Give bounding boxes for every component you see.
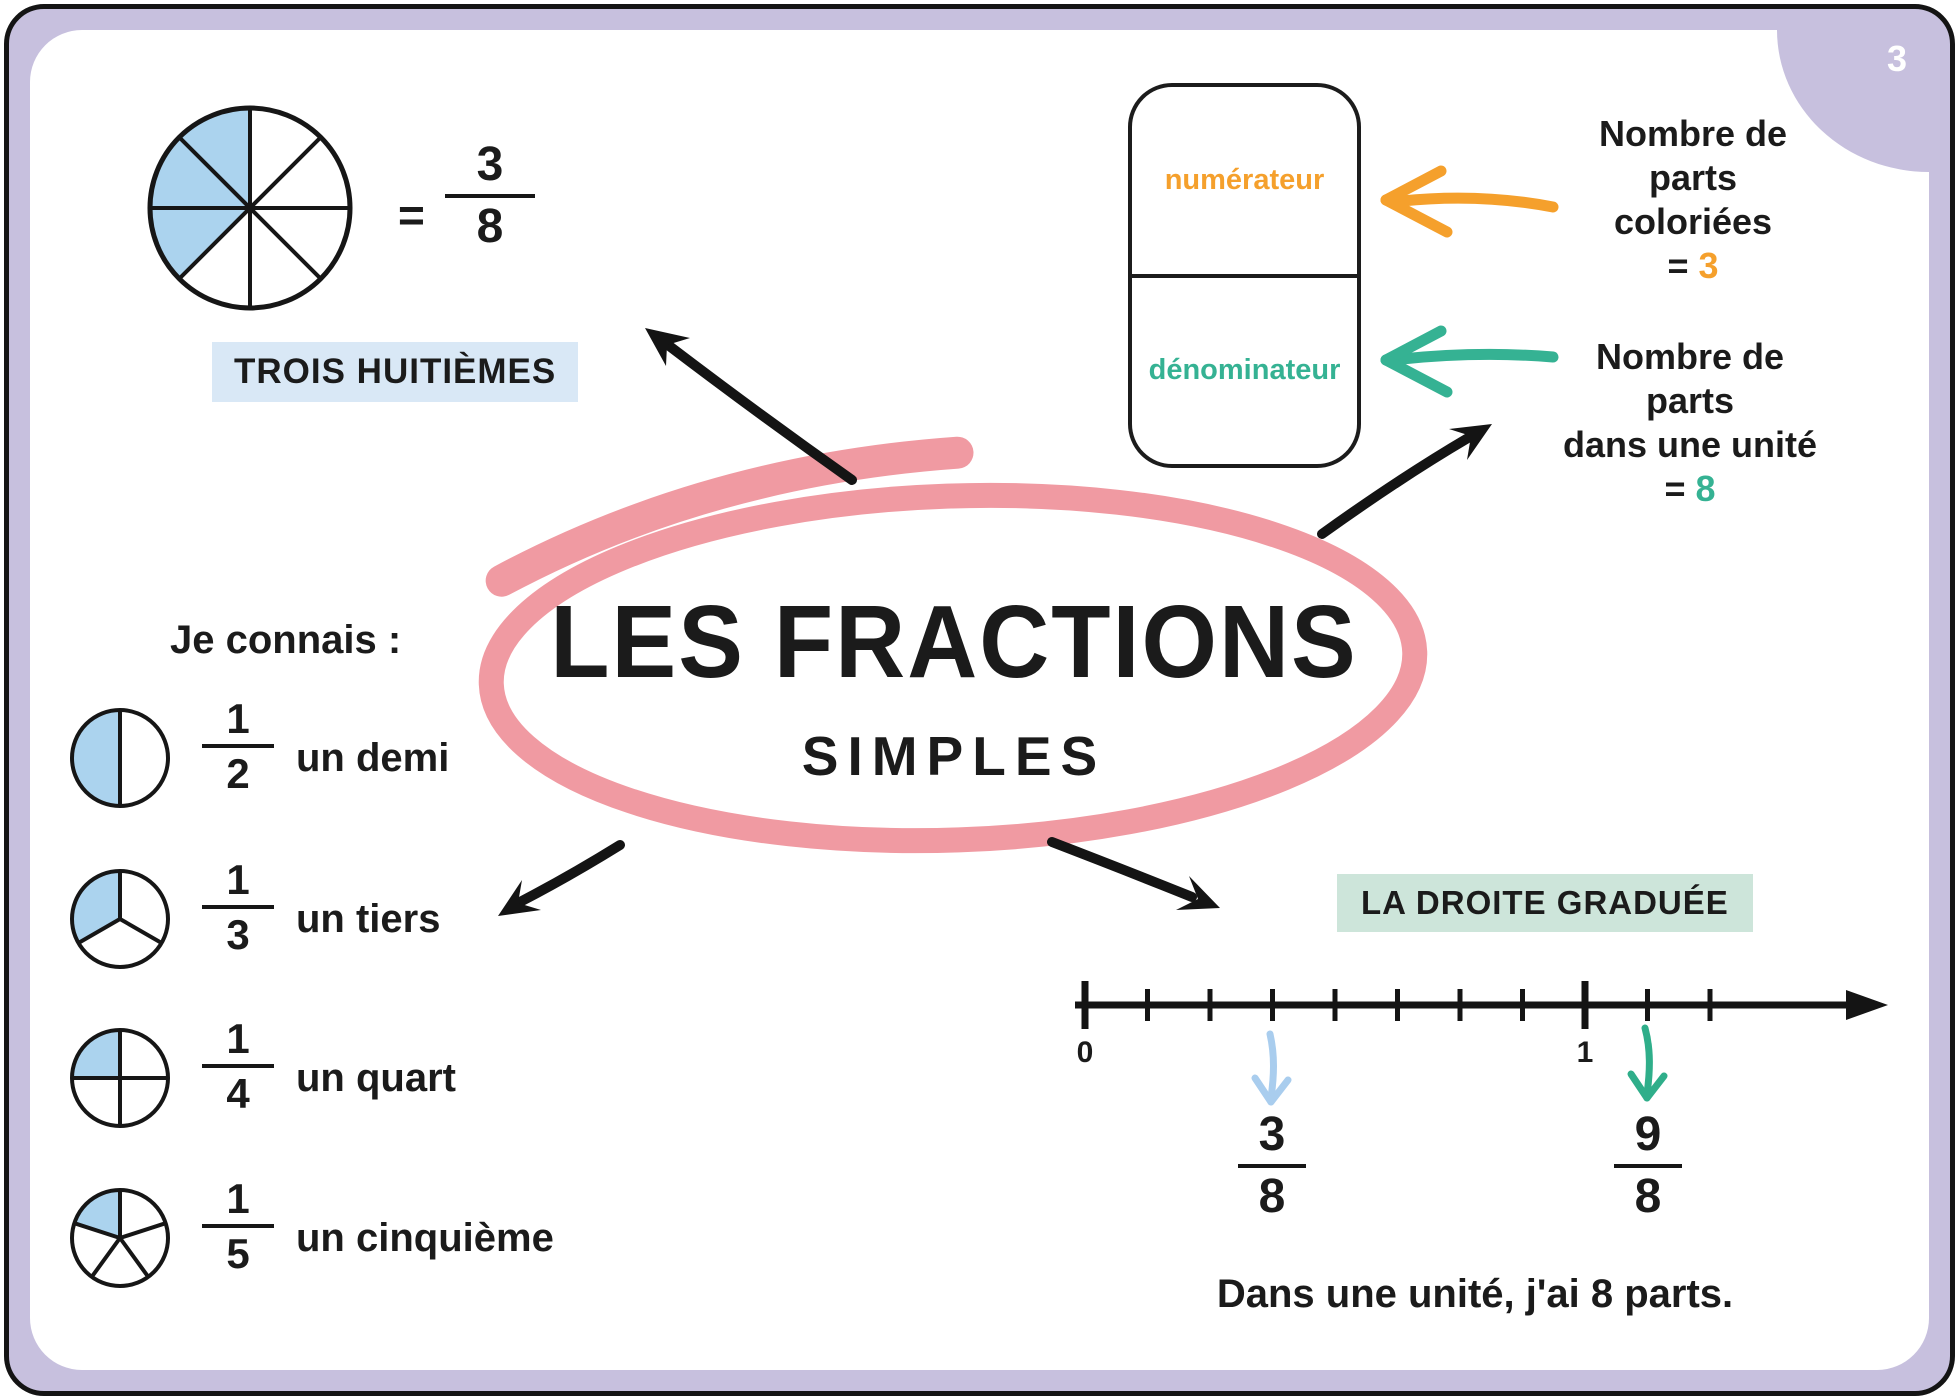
denominator-value: 3 [226, 911, 250, 959]
fraction-one-third: 1 3 [202, 856, 274, 958]
tick-label-one: 1 [1576, 1036, 1594, 1069]
fraction-bar [445, 193, 535, 198]
numerator-note: Nombre de parts coloriées = 3 [1557, 112, 1829, 288]
denominator-value: 5 [226, 1230, 250, 1278]
numerator-note-equals: = [1667, 244, 1689, 286]
known-fractions-heading: Je connais : [170, 618, 402, 662]
numerator-value: 1 [226, 1015, 250, 1062]
fraction-bar [1614, 1163, 1682, 1168]
denominator-note-line2: dans une unité [1562, 423, 1818, 465]
fraction-box-divider [1132, 273, 1357, 278]
page-number: 3 [1886, 38, 1907, 79]
denominator-note-equals: = [1664, 467, 1686, 509]
numerator-note-value: 3 [1698, 244, 1719, 286]
fraction-bar [202, 744, 274, 749]
denominator-value: 8 [476, 199, 504, 253]
fraction-one-half: 1 2 [202, 695, 274, 797]
fraction-three-eighths: 3 8 [445, 138, 535, 254]
denominator-note-line1: Nombre de parts [1595, 336, 1785, 421]
page-title: LES FRACTIONS [550, 583, 1358, 700]
numerator-value: 9 [1634, 1108, 1662, 1161]
fraction-one-quarter: 1 4 [202, 1015, 274, 1117]
numerator-value: 1 [226, 695, 250, 742]
denominator-note: Nombre de parts dans une unité = 8 [1550, 335, 1830, 511]
numerator-value: 3 [1258, 1108, 1286, 1161]
numerator-value: 1 [226, 1175, 250, 1222]
numerator-note-line2: coloriées [1613, 200, 1773, 242]
numerator-value: 3 [476, 138, 504, 191]
fraction-nine-eighths-marked: 9 8 [1614, 1108, 1682, 1224]
numerator-label: numérateur [1164, 163, 1325, 196]
fraction-three-eighths-marked: 3 8 [1238, 1108, 1306, 1224]
fraction-bar [1238, 1163, 1306, 1168]
fraction-one-fifth: 1 5 [202, 1175, 274, 1277]
fraction-bar [202, 1224, 274, 1229]
fraction-label-un-demi: un demi [296, 736, 450, 780]
droite-graduee-label: LA DROITE GRADUÉE [1337, 874, 1753, 932]
fraction-bar [202, 1064, 274, 1069]
fraction-label-un-quart: un quart [296, 1056, 456, 1100]
equals-sign: = [398, 189, 425, 241]
tick-label-zero: 0 [1076, 1036, 1094, 1069]
denominator-value: 2 [226, 750, 250, 798]
numerator-value: 1 [226, 856, 250, 903]
denominator-note-value: 8 [1695, 467, 1716, 509]
fraction-label-un-tiers: un tiers [296, 897, 441, 941]
fraction-bar [202, 905, 274, 910]
numerator-note-line1: Nombre de parts [1598, 113, 1788, 198]
fraction-parts-box: numérateur dénominateur [1128, 83, 1361, 468]
denominator-value: 8 [1258, 1169, 1286, 1223]
page-subtitle: SIMPLES [801, 725, 1107, 787]
denominator-label: dénominateur [1148, 354, 1341, 387]
denominator-value: 8 [1634, 1169, 1662, 1223]
trois-huitiemes-label: TROIS HUITIÈMES [212, 342, 579, 402]
fraction-label-un-cinquieme: un cinquième [296, 1216, 554, 1260]
denominator-value: 4 [226, 1070, 250, 1118]
unit-note: Dans une unité, j'ai 8 parts. [1216, 1272, 1734, 1316]
